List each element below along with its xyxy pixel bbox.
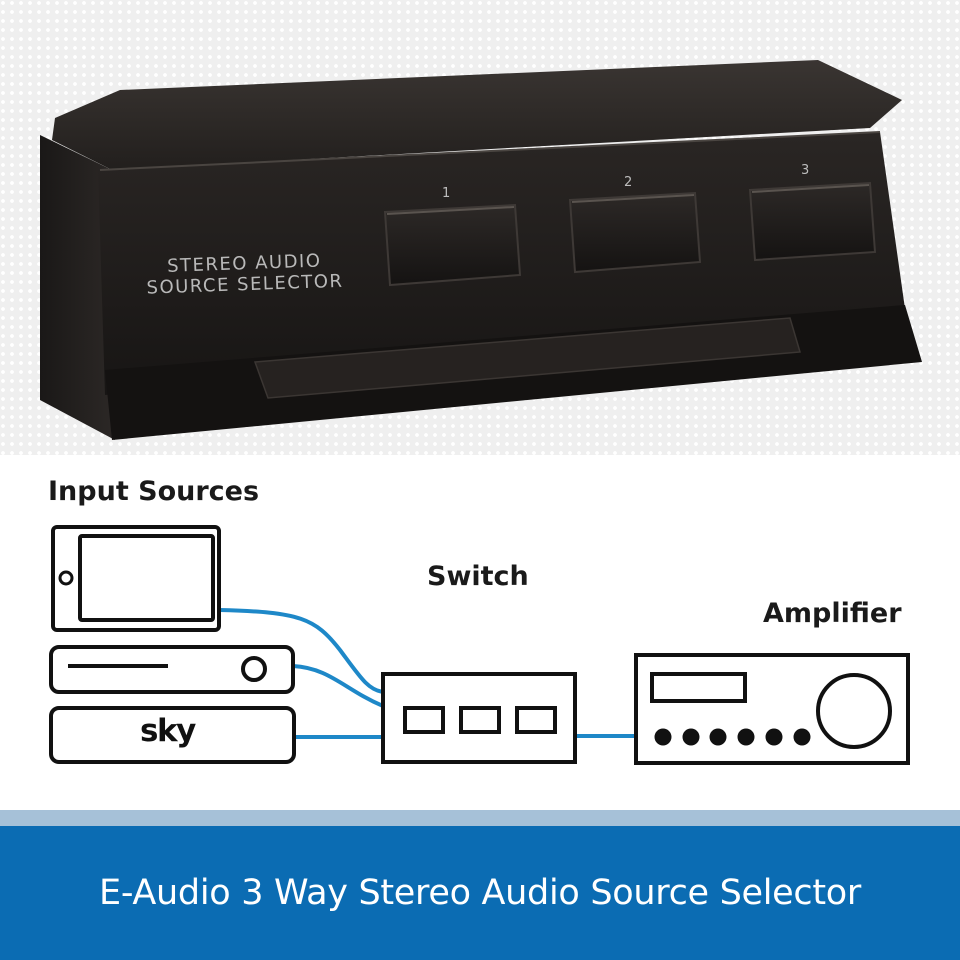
button-number-3: 3 xyxy=(801,163,810,178)
cable-player-to-switch xyxy=(292,664,384,708)
cable-tablet-to-switch xyxy=(219,608,384,694)
device-edge-highlight xyxy=(99,131,881,171)
amplifier-icon xyxy=(634,653,910,765)
cables xyxy=(219,608,636,739)
selector-button-3 xyxy=(748,181,877,262)
selector-button-2 xyxy=(568,191,702,274)
switch-heading: Switch xyxy=(427,561,529,592)
input-sources-heading: Input Sources xyxy=(48,476,260,507)
product-photo: STEREO AUDIO SOURCE SELECTOR 1 2 3 xyxy=(0,0,960,455)
amplifier-heading: Amplifier xyxy=(763,598,902,629)
button-number-2: 2 xyxy=(624,175,633,190)
banner-title: E-Audio 3 Way Stereo Audio Source Select… xyxy=(99,873,861,913)
device-top-surface xyxy=(52,60,902,170)
switch-icon xyxy=(381,672,577,764)
device-front-groove xyxy=(253,317,801,399)
audio-selector-device-illustration xyxy=(40,60,922,440)
sky-box-icon xyxy=(49,706,296,764)
tablet-icon xyxy=(51,525,221,632)
selector-button-1 xyxy=(383,203,522,287)
disc-player-icon xyxy=(49,645,295,694)
connection-diagram xyxy=(49,525,910,765)
sky-logo: sky xyxy=(140,713,196,749)
banner-top-stripe xyxy=(0,810,960,826)
button-number-1: 1 xyxy=(442,186,451,201)
amplifier-knob-row xyxy=(654,728,811,746)
title-banner: E-Audio 3 Way Stereo Audio Source Select… xyxy=(0,826,960,960)
device-left-side xyxy=(40,135,115,440)
device-front-label: STEREO AUDIO SOURCE SELECTOR xyxy=(134,249,355,299)
